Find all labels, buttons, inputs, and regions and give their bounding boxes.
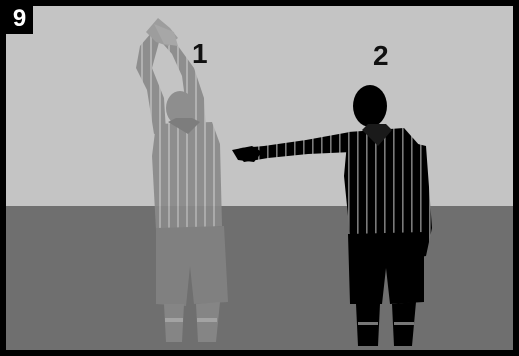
ground-background bbox=[6, 206, 513, 350]
step-2-label: 2 bbox=[373, 42, 389, 70]
panel-number-badge: 9 bbox=[6, 6, 33, 34]
referee-signal-scene bbox=[6, 6, 513, 350]
step-1-label: 1 bbox=[192, 40, 208, 68]
sky-background bbox=[6, 6, 513, 206]
ghost-left-leg bbox=[164, 304, 184, 342]
ghost-torso bbox=[152, 122, 222, 230]
solid-head bbox=[353, 85, 387, 127]
